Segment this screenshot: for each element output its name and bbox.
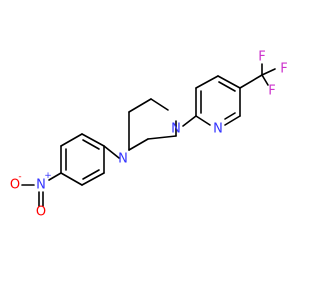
atom-label-layer: N N N N + O - O F F F: [10, 50, 288, 220]
bond-pyridine-6: [195, 115, 211, 126]
bond-piperazine-pyridine: [182, 115, 197, 127]
charge-n-nitro: +: [44, 171, 52, 181]
bond-phenyl-3: [81, 133, 105, 147]
chemical-structure: N N N N + O - O F F F: [10, 50, 288, 220]
bond-n-nitro-c-ring: [48, 172, 62, 181]
bond-layer: [21, 63, 276, 207]
bond-pyridine-5-inner: [224, 112, 236, 120]
bond-piperazine-3: [128, 98, 152, 113]
bond-phenyl-2: [60, 133, 83, 147]
bond-phenyl-5: [81, 172, 105, 186]
bond-phenyl-3-inner: [82, 139, 100, 150]
bond-pyridine-3: [217, 75, 241, 89]
bond-cf3-f-lower: [261, 74, 269, 86]
atom-n-piperazine-left: N: [118, 152, 128, 167]
bond-phenyl-5-inner: [82, 169, 100, 180]
atom-f-right: F: [280, 62, 287, 77]
bond-piperazine-1: [128, 138, 149, 151]
bond-pyridine-cf3: [239, 74, 263, 89]
bond-phenyl-6: [60, 172, 83, 186]
atom-n-piperazine-right: N: [171, 122, 181, 137]
atom-f-lower: F: [268, 84, 275, 99]
bond-pyridine-2: [195, 75, 219, 89]
bond-phenyl-piperazine: [103, 145, 120, 159]
bond-pyridine-5: [224, 115, 241, 126]
bond-piperazine-4: [150, 98, 169, 111]
atom-o-nitro-down: O: [36, 205, 46, 220]
atom-n-nitro: N: [36, 178, 46, 193]
bond-piperazine-6: [147, 135, 177, 140]
atom-n-pyridine: N: [213, 122, 223, 137]
bond-cf3-f-right: [261, 68, 276, 76]
atom-o-nitro-left: O: [10, 178, 20, 193]
charge-o-nitro-left: -: [18, 172, 21, 182]
atom-f-top: F: [258, 50, 265, 65]
bond-pyridine-3-inner: [218, 81, 236, 92]
